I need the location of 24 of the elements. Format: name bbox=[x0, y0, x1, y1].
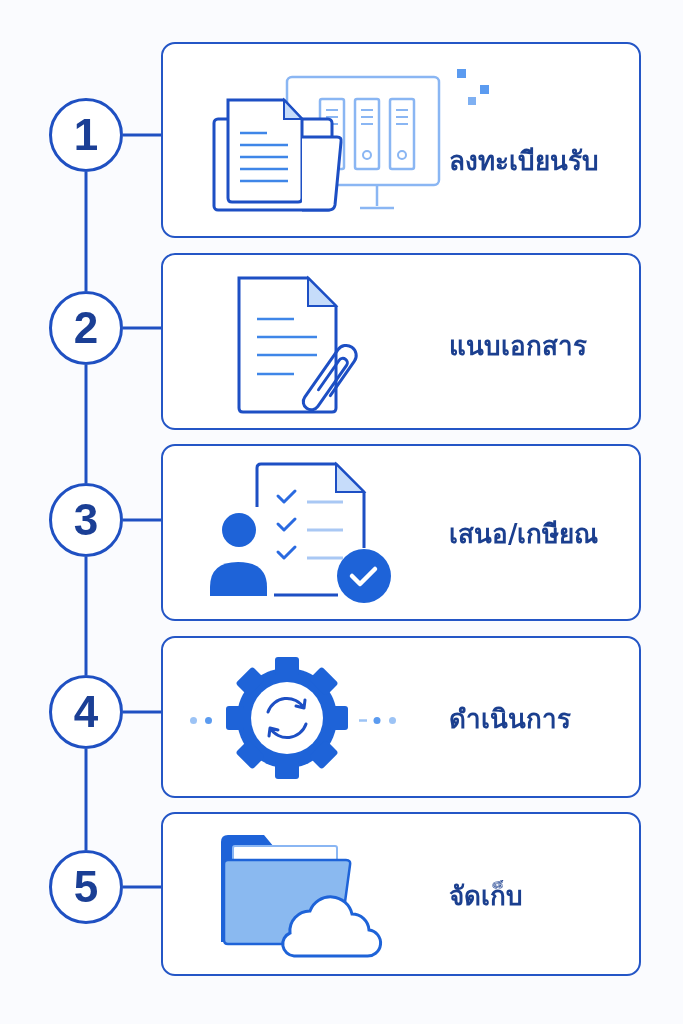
step-label: ดำเนินการ bbox=[449, 704, 571, 736]
connector-line bbox=[123, 710, 161, 714]
step-label: ลงทะเบียนรับ bbox=[449, 146, 599, 178]
step-number: 5 bbox=[73, 865, 99, 909]
step-number: 3 bbox=[73, 498, 99, 542]
step-card bbox=[161, 42, 641, 238]
connector-line bbox=[123, 518, 161, 522]
connector-line bbox=[123, 133, 161, 137]
step-number: 2 bbox=[73, 306, 99, 350]
step-card bbox=[161, 444, 641, 621]
step-number: 4 bbox=[73, 690, 99, 734]
step-label: จัดเก็บ bbox=[449, 881, 523, 913]
connector-line bbox=[84, 172, 88, 291]
connector-line bbox=[84, 365, 88, 483]
step-number: 1 bbox=[73, 113, 99, 157]
connector-line bbox=[84, 557, 88, 675]
connector-line bbox=[84, 749, 88, 850]
step-card bbox=[161, 253, 641, 430]
step-label: แนบเอกสาร bbox=[449, 331, 587, 363]
step-card bbox=[161, 636, 641, 798]
step-label: เสนอ/เกษียณ bbox=[449, 519, 599, 551]
step-card bbox=[161, 812, 641, 976]
connector-line bbox=[123, 326, 161, 330]
connector-line bbox=[123, 885, 161, 889]
